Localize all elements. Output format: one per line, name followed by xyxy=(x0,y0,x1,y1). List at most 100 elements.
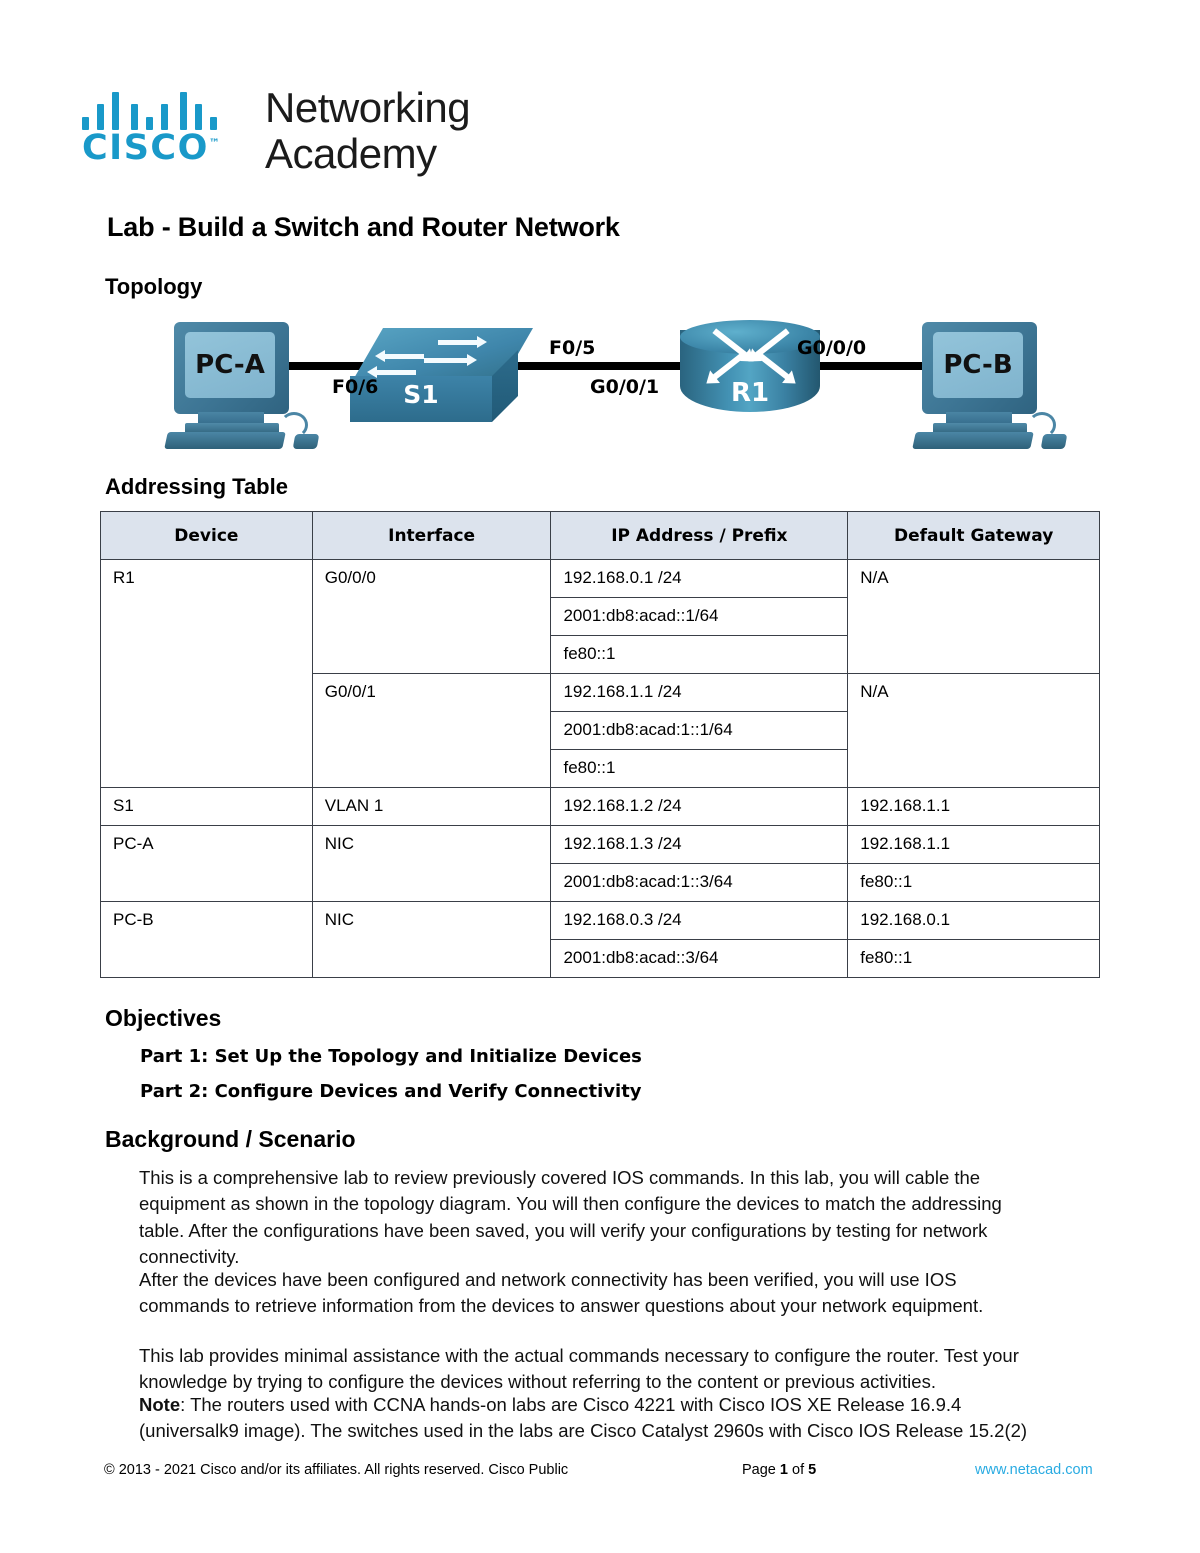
cell-ip-address: 2001:db8:acad:1::1/64 xyxy=(550,711,849,750)
table-row: fe80::1 xyxy=(101,749,1100,788)
section-heading-background-scenario: Background / Scenario xyxy=(105,1126,356,1152)
cell-ip-address: 192.168.1.1 /24 xyxy=(550,673,849,712)
cell-device: PC-A xyxy=(100,825,313,902)
trademark-symbol: ™ xyxy=(208,136,222,150)
logo-academy-text: Academy xyxy=(265,130,437,177)
table-row: 2001:db8:acad:1::1/64 xyxy=(101,711,1100,750)
note-label: Note xyxy=(139,1394,181,1415)
interface-label-f0-6: F0/6 xyxy=(332,376,379,398)
switch-front-face xyxy=(350,376,492,422)
pc-mouse-icon xyxy=(1040,434,1068,449)
cell-interface: G0/0/0 xyxy=(311,559,552,674)
device-label-pc-a: PC-A xyxy=(195,350,265,380)
interface-label-g0-0-1: G0/0/1 xyxy=(590,376,660,398)
cell-ip-address: 192.168.1.3 /24 xyxy=(550,825,849,864)
table-row: 2001:db8:acad::3/64 fe80::1 xyxy=(101,939,1100,978)
cisco-wordmark: CISCO™ xyxy=(82,128,221,168)
pc-mouse-icon xyxy=(292,434,320,449)
cell-default-gateway: 192.168.1.1 xyxy=(847,787,1100,826)
device-label-r1: R1 xyxy=(730,378,770,408)
cell-interface: G0/0/1 xyxy=(311,673,552,788)
cisco-wordmark-text: CISCO xyxy=(82,128,209,168)
addressing-table: Device Interface IP Address / Prefix Def… xyxy=(100,511,1100,978)
pc-screen: PC-B xyxy=(933,332,1023,398)
table-row: S1 VLAN 1 192.168.1.2 /24 192.168.1.1 xyxy=(100,787,1100,826)
column-header-interface: Interface xyxy=(311,511,552,560)
cell-device: S1 xyxy=(100,787,313,826)
table-row: PC-A NIC 192.168.1.3 /24 192.168.1.1 xyxy=(100,825,1100,902)
cell-default-gateway: fe80::1 xyxy=(847,863,1100,902)
cisco-networking-academy-logo: CISCO™ Networking Academy xyxy=(82,72,502,182)
device-label-pc-b: PC-B xyxy=(943,350,1013,380)
section-heading-addressing-table: Addressing Table xyxy=(105,474,288,499)
cell-ip-address: fe80::1 xyxy=(550,749,849,788)
cell-ip-address: fe80::1 xyxy=(550,635,849,674)
page-current: 1 xyxy=(779,1462,788,1478)
link-r1-to-pcb xyxy=(790,362,1020,370)
column-header-ip-address: IP Address / Prefix xyxy=(550,511,849,560)
switch-arrow-2 xyxy=(375,350,424,362)
page-title: Lab - Build a Switch and Router Network xyxy=(107,212,620,242)
background-paragraph-2: After the devices have been configured a… xyxy=(139,1269,984,1317)
cell-default-gateway: N/A xyxy=(847,559,1100,674)
table-row: R1 G0/0/0 192.168.0.1 /24 N/A xyxy=(100,559,1100,788)
section-heading-objectives: Objectives xyxy=(105,1005,222,1031)
note-text: : The routers used with CCNA hands-on la… xyxy=(139,1394,1028,1442)
cell-device: PC-B xyxy=(100,901,313,978)
cisco-bridge-icon xyxy=(82,88,242,130)
pc-screen: PC-A xyxy=(185,332,275,398)
table-row: G0/0/1 192.168.1.1 /24 N/A xyxy=(101,673,1100,788)
background-paragraph-1: This is a comprehensive lab to review pr… xyxy=(139,1167,1002,1267)
cell-default-gateway: N/A xyxy=(847,673,1100,788)
cell-ip-address: 192.168.0.3 /24 xyxy=(550,901,849,940)
footer-page-number: Page 1 of 5 xyxy=(742,1462,816,1478)
topology-diagram: PC-A S1 R1 PC-B F0/6 F0/5 xyxy=(100,310,1100,465)
section-heading-topology: Topology xyxy=(105,274,203,299)
pc-mouse-cord xyxy=(280,412,308,438)
cell-device: R1 xyxy=(100,559,313,788)
link-s1-to-r1 xyxy=(520,362,820,370)
page-total: 5 xyxy=(808,1462,817,1478)
switch-arrow-3 xyxy=(424,354,477,366)
table-header-row: Device Interface IP Address / Prefix Def… xyxy=(100,511,1100,560)
column-header-device: Device xyxy=(100,511,313,560)
pc-keyboard-icon xyxy=(912,432,1034,449)
table-row: fe80::1 xyxy=(101,635,1100,674)
pc-stand-base xyxy=(185,423,279,434)
page-middle: of xyxy=(787,1462,809,1478)
cell-interface: NIC xyxy=(311,825,552,902)
page-prefix: Page xyxy=(742,1462,780,1478)
cell-interface: NIC xyxy=(311,901,552,978)
cell-ip-address: 192.168.0.1 /24 xyxy=(550,559,849,598)
pc-keyboard-icon xyxy=(164,432,286,449)
footer-netacad-link[interactable]: www.netacad.com xyxy=(975,1462,1093,1478)
cell-ip-address: 2001:db8:acad::1/64 xyxy=(550,597,849,636)
table-row: 2001:db8:acad::1/64 xyxy=(101,597,1100,636)
cell-ip-address: 192.168.1.2 /24 xyxy=(550,787,849,826)
interface-label-g0-0-0: G0/0/0 xyxy=(797,337,867,359)
device-r1-router: R1 xyxy=(680,320,820,425)
footer-divider xyxy=(100,1449,1100,1450)
cell-default-gateway: fe80::1 xyxy=(847,939,1100,978)
pc-stand-neck xyxy=(946,412,1012,425)
cell-ip-address: 2001:db8:acad:1::3/64 xyxy=(550,863,849,902)
switch-arrow-1 xyxy=(438,336,487,348)
device-pc-b: PC-B xyxy=(900,322,1068,452)
cell-interface: VLAN 1 xyxy=(311,787,552,826)
background-paragraph-3: This lab provides minimal assistance wit… xyxy=(139,1345,1019,1393)
interface-label-f0-5: F0/5 xyxy=(549,337,596,359)
switch-arrow-4 xyxy=(367,366,416,378)
objective-part-2: Part 2: Configure Devices and Verify Con… xyxy=(140,1081,642,1102)
device-label-s1: S1 xyxy=(403,380,439,409)
footer-copyright: © 2013 - 2021 Cisco and/or its affiliate… xyxy=(104,1462,569,1478)
background-note: Note: The routers used with CCNA hands-o… xyxy=(139,1392,1044,1445)
table-row: PC-B NIC 192.168.0.3 /24 192.168.0.1 xyxy=(100,901,1100,978)
device-pc-a: PC-A xyxy=(152,322,320,452)
column-header-default-gateway: Default Gateway xyxy=(847,511,1100,560)
cell-default-gateway: 192.168.0.1 xyxy=(847,901,1100,940)
pc-mouse-cord xyxy=(1028,412,1056,438)
cell-ip-address: 2001:db8:acad::3/64 xyxy=(550,939,849,978)
objective-part-1: Part 1: Set Up the Topology and Initiali… xyxy=(140,1046,642,1067)
pc-stand-base xyxy=(933,423,1027,434)
device-s1-switch: S1 xyxy=(350,328,534,428)
